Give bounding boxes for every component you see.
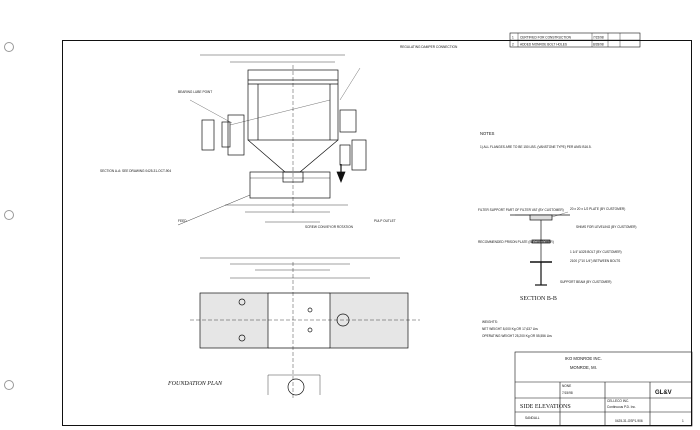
label-plate: 20 x 20 x 1/2 PLATE (BY CUSTOMER) [570, 207, 625, 211]
elevation-view [177, 54, 367, 226]
drawn-by: SANDALL [525, 416, 540, 420]
foundation-plan [190, 257, 420, 400]
drawing-scale: NONE [562, 384, 571, 388]
rev-1-date: 7/15/98 [593, 36, 604, 40]
label-shims: SHIMS FOR LEVELING (BY CUSTOMER) [576, 225, 636, 229]
label-filter-support: FILTER SUPPORT PART OF FILTER VAT (BY CU… [478, 208, 564, 212]
drawing-sheet [62, 40, 692, 426]
drawing-number: 0425-31-OSP1-906 [615, 419, 643, 423]
rev-2-desc: ADDED MONROE BOLT HOLES [520, 43, 567, 47]
weights-net: NET WEIGHT 8,000 Kg OR 17,637 Lbs [482, 327, 538, 331]
weights-block: WEIGHTS: NET WEIGHT 8,000 Kg OR 17,637 L… [482, 320, 552, 338]
section-bb-detail [510, 211, 570, 286]
section-ref: SECTION A-A: SEE DRAWING 0425-31-OCT-904 [100, 169, 171, 173]
notes-item-1: 1) ALL FLANGES ARE TO BE 150 LBS. (VANST… [480, 145, 592, 149]
binder-hole-top [4, 42, 14, 52]
weights-operating: OPERATING WEIGHT 25,200 Kg OR 55,556 Lbs [482, 334, 552, 338]
notes-heading: NOTES [480, 131, 495, 136]
label-feed: FEED [178, 219, 187, 223]
weights-title: WEIGHTS: [482, 320, 498, 324]
rev-2-number: 2 [512, 43, 514, 47]
rev-1-desc: CERTIFIED FOR CONSTRUCTION [520, 36, 572, 40]
revision-block: 1 CERTIFIED FOR CONSTRUCTION 7/15/98 2 A… [509, 32, 641, 48]
label-anchor-bolt: 1 1/4" A325 BOLT (BY CUSTOMER) [570, 250, 622, 254]
drawing-date: 7/15/98 [562, 391, 573, 395]
company-name: CELLECO INC. [607, 399, 629, 403]
label-recommended-plate: RECOMMENDED PRISON PLATE (BY CUSTOMER) [478, 240, 554, 244]
drawing-title: SIDE ELEVATIONS [520, 404, 571, 410]
client-location: MONROE, MI. [570, 365, 597, 370]
sheet-number: 1 [682, 419, 684, 423]
client-name: IKO MONROE INC. [565, 356, 602, 361]
label-screw-conveyor: SCREW CONVEYOR ROTATION [305, 225, 354, 229]
rev-2-date: 8/28/98 [593, 43, 604, 47]
label-bearing-lube: BEARING LUBE POINT [178, 90, 212, 94]
label-reg-damper: REGULATING DAMPER CONNECTION [400, 45, 458, 49]
title-block [514, 351, 693, 427]
company-logo: GL&V [655, 390, 672, 396]
label-support-beam: SUPPORT BEAM (BY CUSTOMER) [560, 280, 611, 284]
section-bb-label: SECTION B-B [520, 296, 557, 302]
binder-hole-bottom [4, 380, 14, 390]
binder-hole-middle [4, 210, 14, 220]
rev-1-number: 1 [512, 36, 514, 40]
label-pulp-outlet: PULP OUTLET [374, 219, 396, 223]
label-spacing: 2100 (7'10 1/4") BETWEEN BOLTS [570, 259, 620, 263]
foundation-plan-label: FOUNDATION PLAN [167, 381, 223, 387]
product-name: Continuous P.D. Inc. [607, 405, 636, 409]
